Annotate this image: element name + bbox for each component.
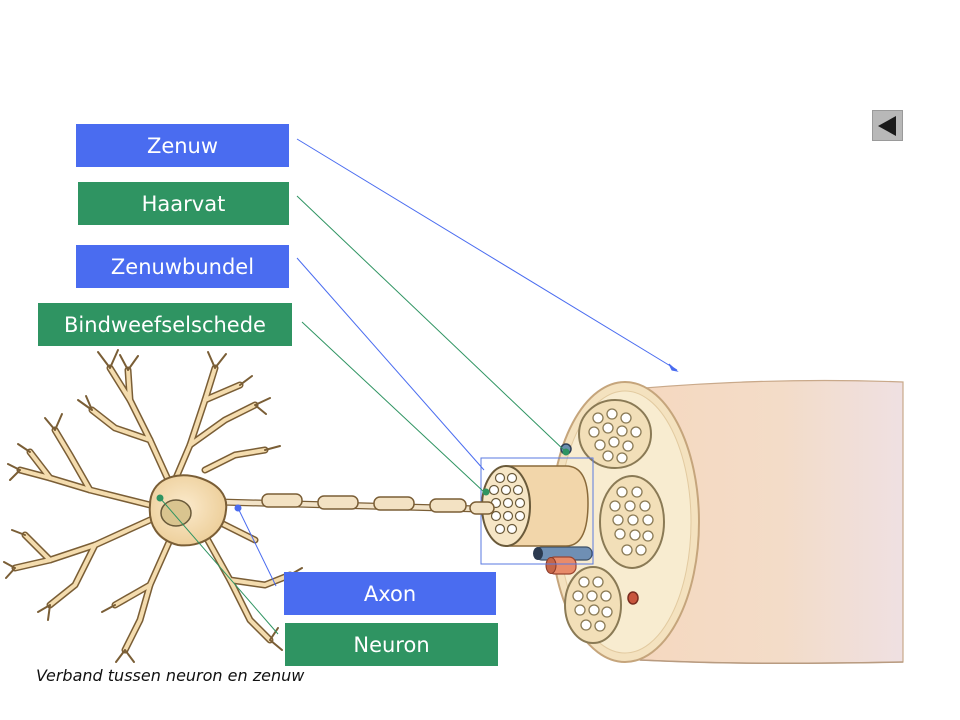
fascicle-bottom — [564, 566, 622, 644]
neuron-nucleus — [160, 499, 192, 527]
label-axon: Axon — [284, 572, 496, 615]
neuron — [3, 349, 495, 663]
label-haarvat: Haarvat — [78, 182, 289, 225]
figure-caption: Verband tussen neuron en zenuw — [36, 666, 305, 685]
bundle-enlarged — [480, 457, 594, 565]
fascicle-top — [578, 399, 652, 469]
back-button[interactable] — [872, 110, 903, 141]
label-zenuw: Zenuw — [76, 124, 289, 167]
label-bindweefselschede: Bindweefselschede — [38, 303, 292, 346]
label-neuron: Neuron — [285, 623, 498, 666]
capillary-red — [627, 591, 639, 605]
nerve — [480, 379, 904, 665]
pointer-lines — [156, 138, 679, 635]
label-zenuwbundel: Zenuwbundel — [76, 245, 289, 288]
triangle-left-icon — [877, 115, 896, 136]
fascicle-middle — [599, 475, 665, 569]
